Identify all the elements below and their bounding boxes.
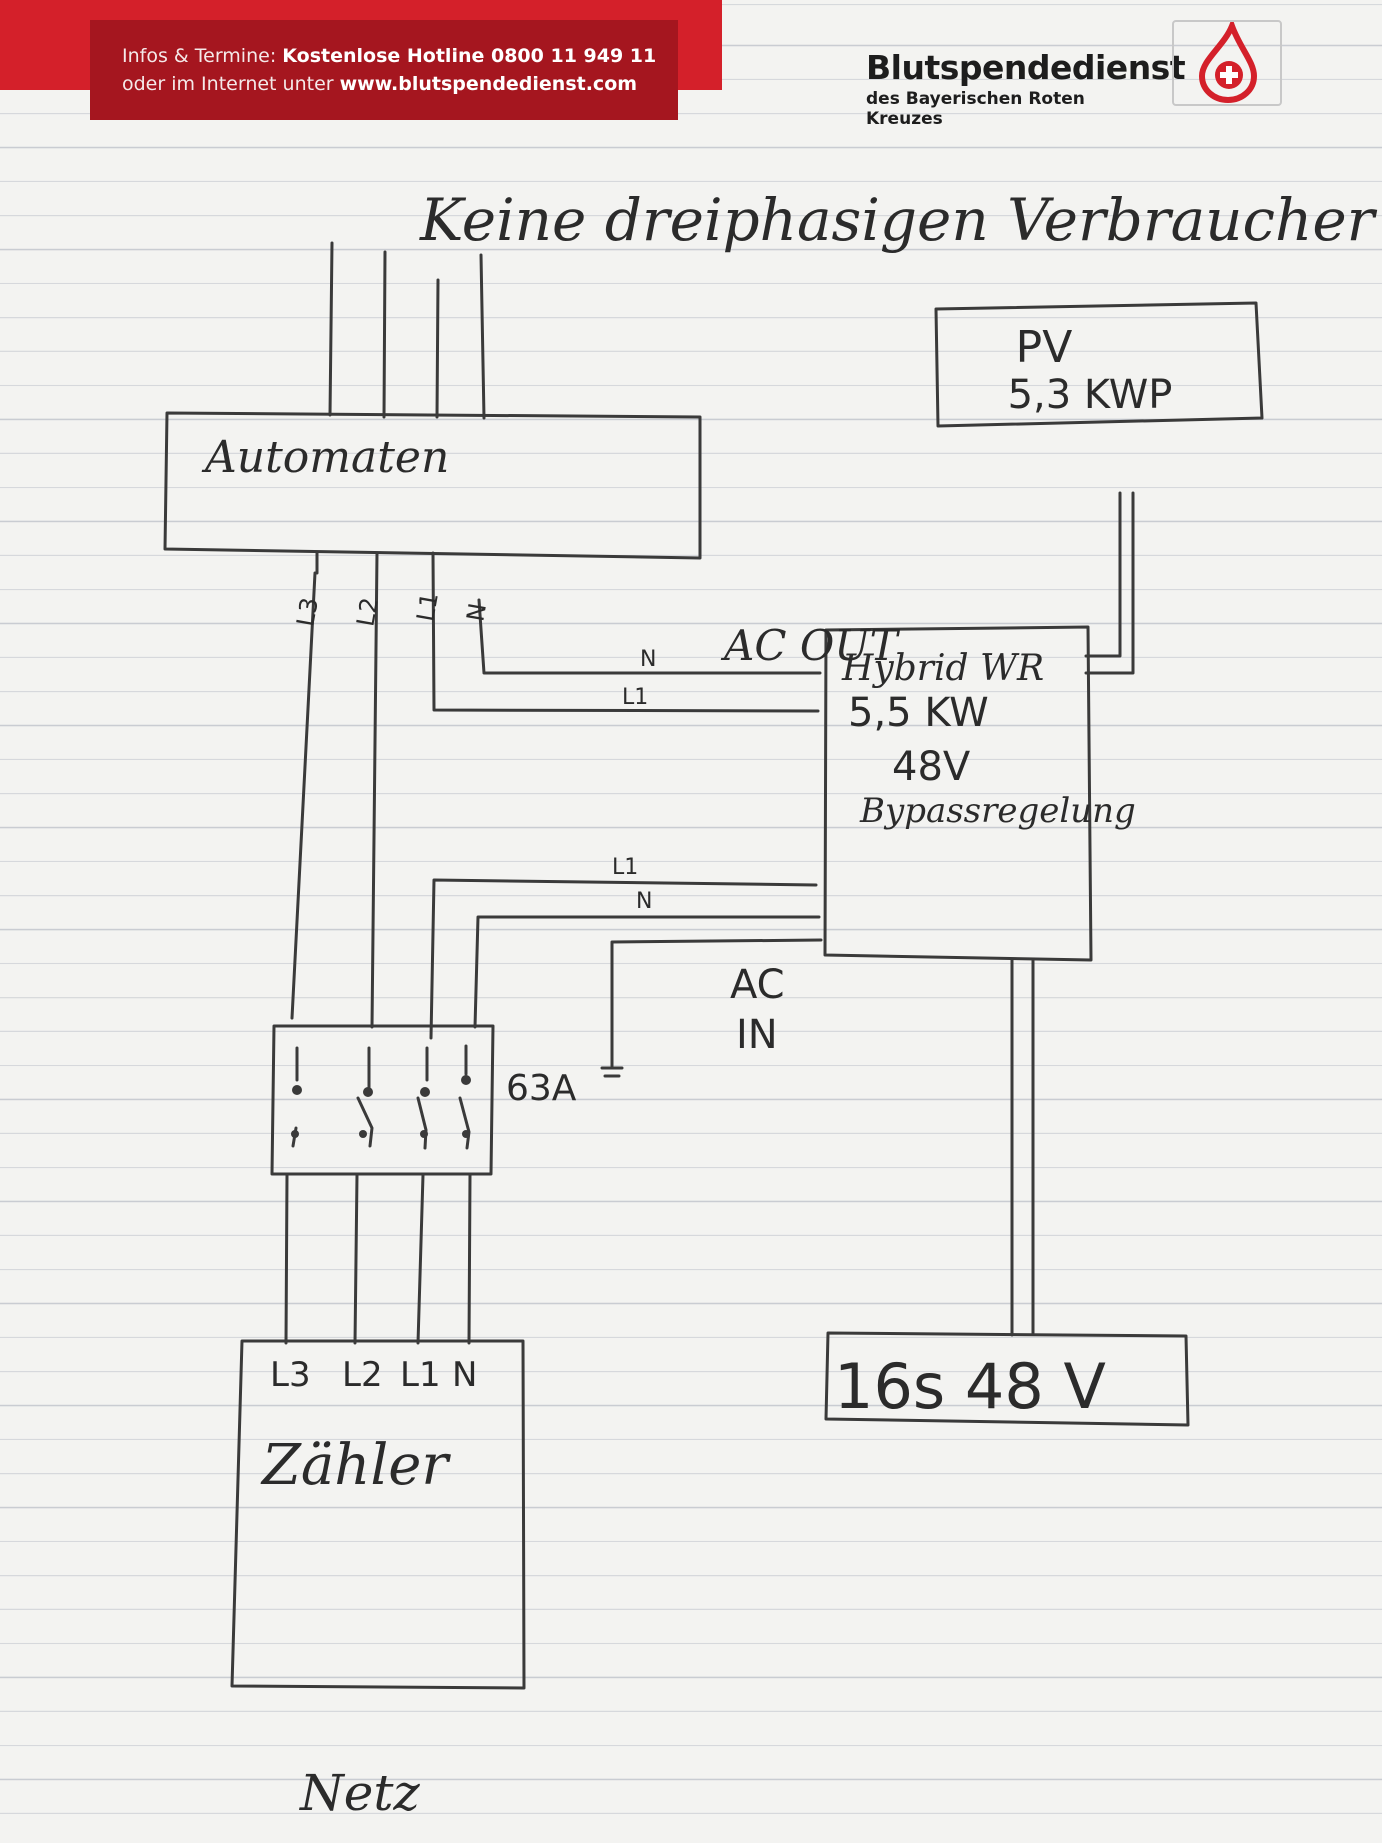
breaker-pole-2 <box>356 1046 374 1148</box>
wire-top-2 <box>382 250 387 419</box>
ac-in-n-wire <box>473 915 821 1029</box>
info-prefix: Infos & Termine: <box>122 45 283 67</box>
breaker-contact-5 <box>291 1130 299 1138</box>
diagram-title: Keine dreiphasigen Verbraucher <box>419 186 1378 254</box>
automaten-box <box>163 411 702 560</box>
ac-out-l1-label: L1 <box>622 685 648 710</box>
ac-in-pe-wire <box>610 938 823 1068</box>
meter-terminal-l1: L1 <box>400 1355 441 1395</box>
inverter-box <box>823 625 1093 962</box>
ac-in-label-1: AC <box>730 962 785 1008</box>
pv-title: PV <box>1016 322 1073 373</box>
pv-box <box>934 301 1264 428</box>
meter-terminal-l2: L2 <box>342 1355 383 1395</box>
breaker-box <box>270 1024 495 1176</box>
meter-wire-n <box>467 1173 472 1345</box>
breaker-contact-8 <box>462 1130 470 1138</box>
blood-drop-cross-icon <box>1198 17 1258 104</box>
breaker-rating: 63A <box>506 1068 577 1109</box>
breaker-contact-7 <box>420 1130 428 1138</box>
wire-top-3 <box>435 278 440 419</box>
pv-power: 5,3 KWP <box>1008 372 1173 418</box>
top-wire-label-n: N <box>461 601 492 624</box>
breaker-contact-2 <box>363 1087 373 1097</box>
inverter-line2: 5,5 KW <box>848 690 989 736</box>
brand-name: Blutspendedienst <box>866 48 1186 87</box>
ac-in-n-label: N <box>636 889 652 914</box>
website-text: www.blutspendedienst.com <box>339 73 638 95</box>
inverter-line4: Bypassregelung <box>859 791 1136 831</box>
wire-top-1 <box>328 241 334 417</box>
meter-terminal-l3: L3 <box>270 1355 311 1395</box>
ac-out-label: AC OUT <box>720 621 901 670</box>
grid-label: Netz <box>299 1764 420 1822</box>
logo-frame <box>1172 17 1282 106</box>
meter-label: Zähler <box>260 1433 451 1498</box>
wire-l3-down <box>290 571 317 1020</box>
meter-box <box>230 1339 526 1690</box>
ac-in-l1-label: L1 <box>612 855 638 880</box>
battery-box <box>824 1331 1190 1427</box>
wire-top-4 <box>479 253 486 420</box>
meter-wire-l1 <box>416 1173 425 1345</box>
meter-wire-l2 <box>353 1173 359 1345</box>
brand-block: Blutspendedienst des Bayerischen Roten K… <box>866 48 1186 129</box>
breaker-contact-6 <box>359 1130 367 1138</box>
brand-subtitle: des Bayerischen Roten Kreuzes <box>866 89 1085 129</box>
inverter-line1: Hybrid WR <box>841 648 1044 689</box>
hotline-text: Kostenlose Hotline 0800 11 949 11 <box>282 45 657 67</box>
top-wire-label-l2: L2 <box>351 595 384 628</box>
pv-wire-2 <box>1084 491 1135 675</box>
top-wire-label-l1: L1 <box>411 590 444 623</box>
pv-wire-1 <box>1084 491 1122 658</box>
inverter-line3: 48V <box>892 744 971 790</box>
hotline-info-box: Infos & Termine: Kostenlose Hotline 0800… <box>90 20 678 120</box>
battery-label: 16s 48 V <box>834 1350 1106 1423</box>
breaker-contact-3 <box>420 1087 430 1097</box>
ground-symbol <box>600 1066 624 1078</box>
wire-l2-down <box>370 551 379 1029</box>
breaker-contact-1 <box>292 1085 302 1095</box>
automaten-label: Automaten <box>201 432 449 483</box>
ac-out-n-label: N <box>640 647 656 672</box>
ac-out-n-wire <box>477 598 822 675</box>
top-wire-label-l3: L3 <box>291 595 324 628</box>
meter-wire-l3 <box>284 1173 289 1345</box>
ac-in-label-2: IN <box>736 1012 778 1058</box>
internet-prefix: oder im Internet unter <box>122 73 340 95</box>
breaker-contact-4 <box>461 1075 471 1085</box>
meter-terminal-n: N <box>452 1355 477 1395</box>
ac-in-l1-wire <box>429 878 818 1040</box>
breaker-pole-3 <box>416 1046 429 1150</box>
ac-out-l1-wire <box>431 551 820 713</box>
